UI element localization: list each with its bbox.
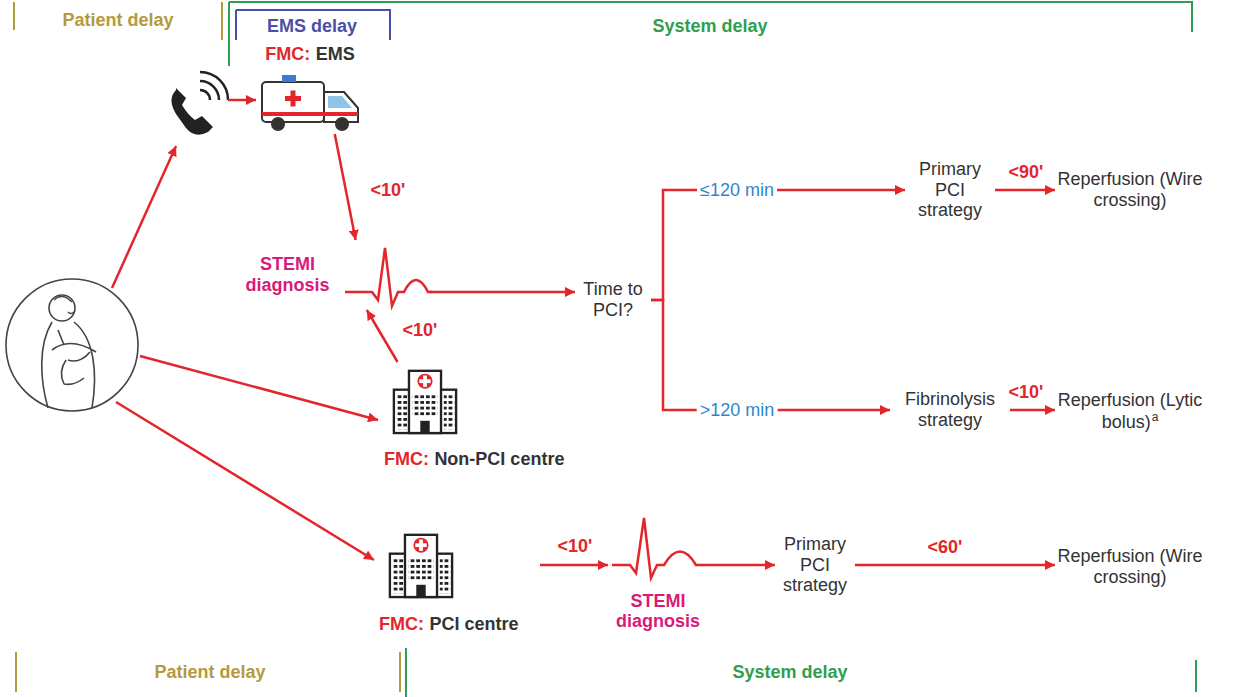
stemi-diagnosis: STEMI diagnosis bbox=[240, 240, 430, 310]
delay-label: EMS delay bbox=[267, 16, 357, 37]
phone-icon bbox=[172, 72, 229, 135]
text-block: FMC:PCI centre bbox=[379, 614, 518, 635]
node-text: FMC: bbox=[379, 614, 424, 634]
ambulance-icon bbox=[262, 75, 358, 131]
delay-brackets bbox=[14, 2, 1196, 697]
flow-arrow bbox=[708, 564, 775, 567]
time-label: ≤120 min bbox=[697, 180, 777, 201]
hospital-icon bbox=[390, 535, 452, 597]
node-text: Reperfusion (Wire crossing) bbox=[1055, 169, 1205, 210]
flow-arrow bbox=[855, 564, 1055, 567]
ems-contact: FMC: EMS bbox=[250, 44, 370, 134]
patient-illustration bbox=[6, 279, 138, 411]
primary-pci: Primary PCI strategy bbox=[905, 157, 995, 223]
text-block: STEMI diagnosis bbox=[610, 591, 706, 632]
flow-arrow bbox=[367, 310, 398, 362]
patient-arrows bbox=[112, 100, 378, 560]
fibrinolysis: Fibrinolysis strategy bbox=[890, 388, 1010, 432]
text-block: FMC:Non-PCI centre bbox=[384, 449, 564, 470]
node-text: a bbox=[1152, 410, 1159, 424]
node-text: FMC: bbox=[384, 449, 429, 469]
reperfusion: Reperfusion (Wire crossing) bbox=[1055, 545, 1205, 589]
node-text: EMS bbox=[316, 44, 355, 64]
node-text: Primary PCI strategy bbox=[775, 534, 855, 596]
node-text: STEMI diagnosis bbox=[242, 254, 334, 295]
ecg-trace bbox=[345, 248, 708, 578]
primary-pci: Primary PCI strategy bbox=[775, 530, 855, 600]
text-block: Fibrinolysis strategy bbox=[892, 389, 1008, 430]
pci-centre: FMC:PCI centre bbox=[375, 527, 540, 635]
text-block: Time to PCI? bbox=[581, 279, 645, 320]
node-text: Reperfusion (Lytic bolus) bbox=[1058, 390, 1202, 432]
time-label: <10' bbox=[555, 536, 596, 557]
node-text: Non-PCI centre bbox=[434, 449, 564, 469]
hospital-icon bbox=[394, 371, 456, 433]
time-label: <10' bbox=[368, 180, 409, 201]
text-block: Primary PCI strategy bbox=[775, 534, 855, 596]
flow-arrow bbox=[995, 189, 1055, 192]
reperfusion: Reperfusion (Wire crossing) bbox=[1055, 168, 1205, 212]
node-text: Fibrinolysis strategy bbox=[892, 389, 1008, 430]
node-text: PCI centre bbox=[429, 614, 518, 634]
flow-arrow bbox=[430, 291, 575, 294]
text-block: Reperfusion (Lytic bolus)a bbox=[1055, 390, 1205, 432]
text-block: FMC: EMS bbox=[265, 44, 354, 65]
stemi-diagnosis: STEMI diagnosis bbox=[608, 505, 708, 635]
flow-arrow bbox=[335, 134, 356, 240]
time-label: <60' bbox=[925, 537, 966, 558]
node-text: STEMI diagnosis bbox=[610, 591, 706, 632]
text-block: Reperfusion (Wire crossing) bbox=[1055, 169, 1205, 210]
delay-label: System delay bbox=[732, 662, 847, 683]
delay-label: Patient delay bbox=[154, 662, 265, 683]
time-label: >120 min bbox=[697, 400, 778, 421]
text-block: Reperfusion (Wire crossing) bbox=[1055, 546, 1205, 587]
time-label: <10' bbox=[400, 320, 441, 341]
node-text: Reperfusion (Wire crossing) bbox=[1055, 546, 1205, 587]
reperfusion: Reperfusion (Lytic bolus)a bbox=[1055, 388, 1205, 434]
text-block: Primary PCI strategy bbox=[910, 159, 990, 221]
non-pci-centre: FMC:Non-PCI centre bbox=[380, 362, 570, 470]
delay-label: System delay bbox=[652, 16, 767, 37]
flow-arrow bbox=[1010, 409, 1055, 412]
time-label: <90' bbox=[1006, 162, 1047, 183]
text-block: STEMI diagnosis bbox=[242, 254, 334, 295]
flow-arrow bbox=[540, 564, 608, 567]
delay-label: Patient delay bbox=[62, 10, 173, 31]
time-decision: Time to PCI? bbox=[575, 276, 651, 324]
time-label: <10' bbox=[1006, 382, 1047, 403]
node-text: Time to PCI? bbox=[581, 279, 645, 320]
node-text: Primary PCI strategy bbox=[910, 159, 990, 221]
node-text: FMC: bbox=[265, 44, 310, 64]
flow-arrow bbox=[651, 190, 905, 300]
flow-arrow bbox=[651, 300, 890, 410]
